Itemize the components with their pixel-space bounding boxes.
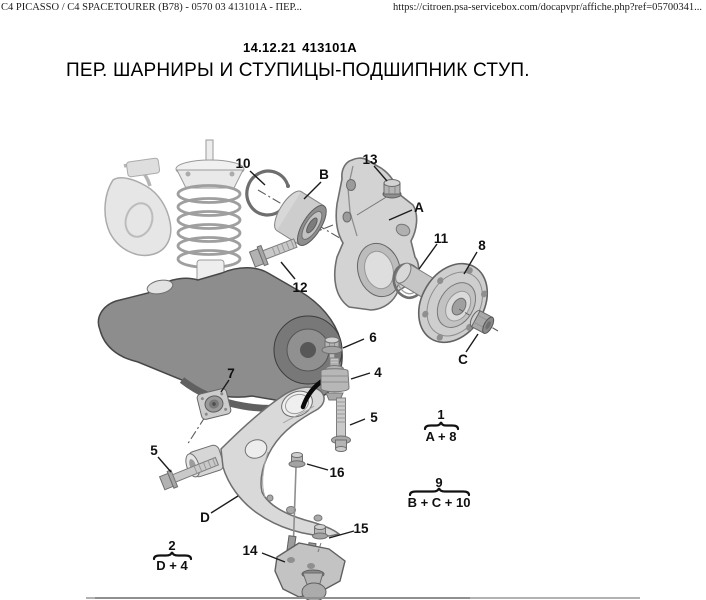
callout-label-15: 15 — [353, 521, 369, 536]
callout-label-11: 11 — [434, 231, 449, 246]
callout-label-13: 13 — [362, 152, 378, 167]
callout-label-4: 4 — [374, 365, 382, 380]
kit-2-number: 2 — [168, 538, 175, 553]
print-header-title: C4 PICASSO / C4 SPACETOURER (B78) - 0570… — [1, 2, 302, 13]
callout-label-8: 8 — [478, 238, 486, 253]
callout-label-14: 14 — [242, 543, 258, 558]
callout-label-5-left: 5 — [150, 443, 158, 458]
part-ball-joint — [274, 535, 346, 600]
callout-label-5-right: 5 — [370, 410, 378, 425]
kit-annotation-2: 2 D + 4 — [152, 538, 193, 573]
part-strut-pinch-nut — [356, 179, 402, 216]
doc-ref-code: 413101A — [302, 40, 357, 55]
part-hub-bolt — [248, 238, 298, 268]
callout-label-C: C — [458, 352, 468, 367]
doc-ref-line: 14.12.21 413101A — [0, 40, 600, 55]
kit-2-brace — [152, 551, 193, 561]
kit-1-number: 1 — [437, 407, 444, 422]
part-ball-joint-nut — [312, 524, 328, 553]
part-bushing-nut — [321, 336, 343, 359]
doc-date: 14.12.21 — [243, 40, 297, 55]
callout-label-D: D — [200, 510, 210, 525]
kit-9-items: B + C + 10 — [408, 495, 471, 510]
kit-2-items: D + 4 — [156, 558, 188, 573]
callout-label-7: 7 — [227, 366, 235, 381]
part-arm-stud-nut — [288, 452, 306, 541]
callout-label-12: 12 — [292, 280, 307, 295]
callout-label-A: A — [414, 200, 424, 215]
part-rear-bushing — [320, 357, 350, 401]
kit-1-items: A + 8 — [426, 429, 457, 444]
assembled-suspension-illustration — [97, 139, 343, 417]
part-bushing-bracket — [196, 388, 232, 420]
callout-label-16: 16 — [329, 465, 345, 480]
part-hub-nut — [458, 308, 495, 334]
callout-label-6: 6 — [369, 330, 377, 345]
print-header: C4 PICASSO / C4 SPACETOURER (B78) - 0570… — [1, 2, 702, 13]
kit-9-number: 9 — [435, 475, 442, 490]
kit-annotation-9: 9 B + C + 10 — [408, 475, 471, 510]
kit-9-brace — [408, 487, 471, 497]
leader-lines — [157, 165, 479, 563]
callout-label-10: 10 — [235, 156, 250, 171]
part-bushing-bolt — [331, 397, 351, 452]
part-wheel-bearing — [274, 190, 327, 246]
part-arm-front-bolt — [158, 456, 220, 491]
callout-label-B: B — [319, 167, 329, 182]
coil-spring — [176, 184, 242, 269]
kit-annotation-1: 1 A + 8 — [423, 407, 460, 444]
kit-1-brace — [423, 421, 460, 431]
page-title: ПЕР. ШАРНИРЫ И СТУПИЦЫ-ПОДШИПНИК СТУП. — [66, 60, 530, 81]
bracket-axis-line — [186, 416, 206, 446]
print-header-url: https://citroen.psa-servicebox.com/docap… — [393, 2, 702, 13]
